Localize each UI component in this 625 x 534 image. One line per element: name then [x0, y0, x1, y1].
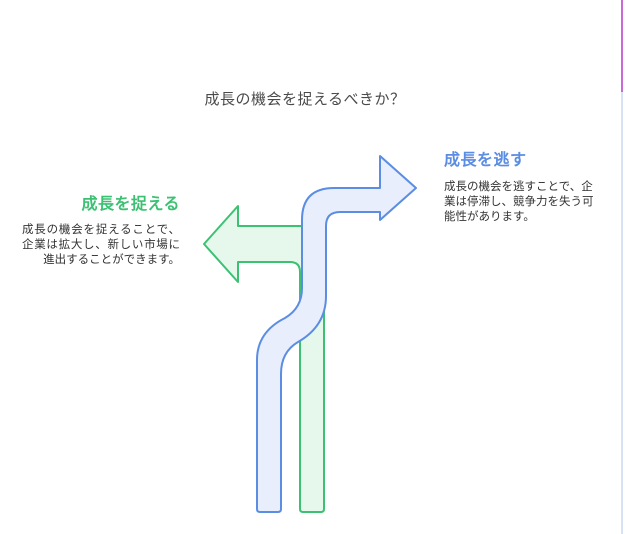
page-edge-accent	[621, 0, 623, 92]
diagram-title: 成長の機会を捉えるべきか？	[204, 90, 406, 108]
page-edge-line	[621, 0, 623, 534]
seize-growth-description: 成長の機会を捉えることで、企業は拡大し、新しい市場に進出することができます。	[22, 222, 180, 266]
seize-growth-title: 成長を捉える	[81, 194, 180, 213]
miss-growth-title: 成長を逃す	[444, 150, 527, 169]
arrow-turn-right-icon	[256, 155, 417, 513]
miss-growth-description: 成長の機会を逃すことで、企業は停滞し、競争力を失う可能性があります。	[444, 179, 594, 223]
